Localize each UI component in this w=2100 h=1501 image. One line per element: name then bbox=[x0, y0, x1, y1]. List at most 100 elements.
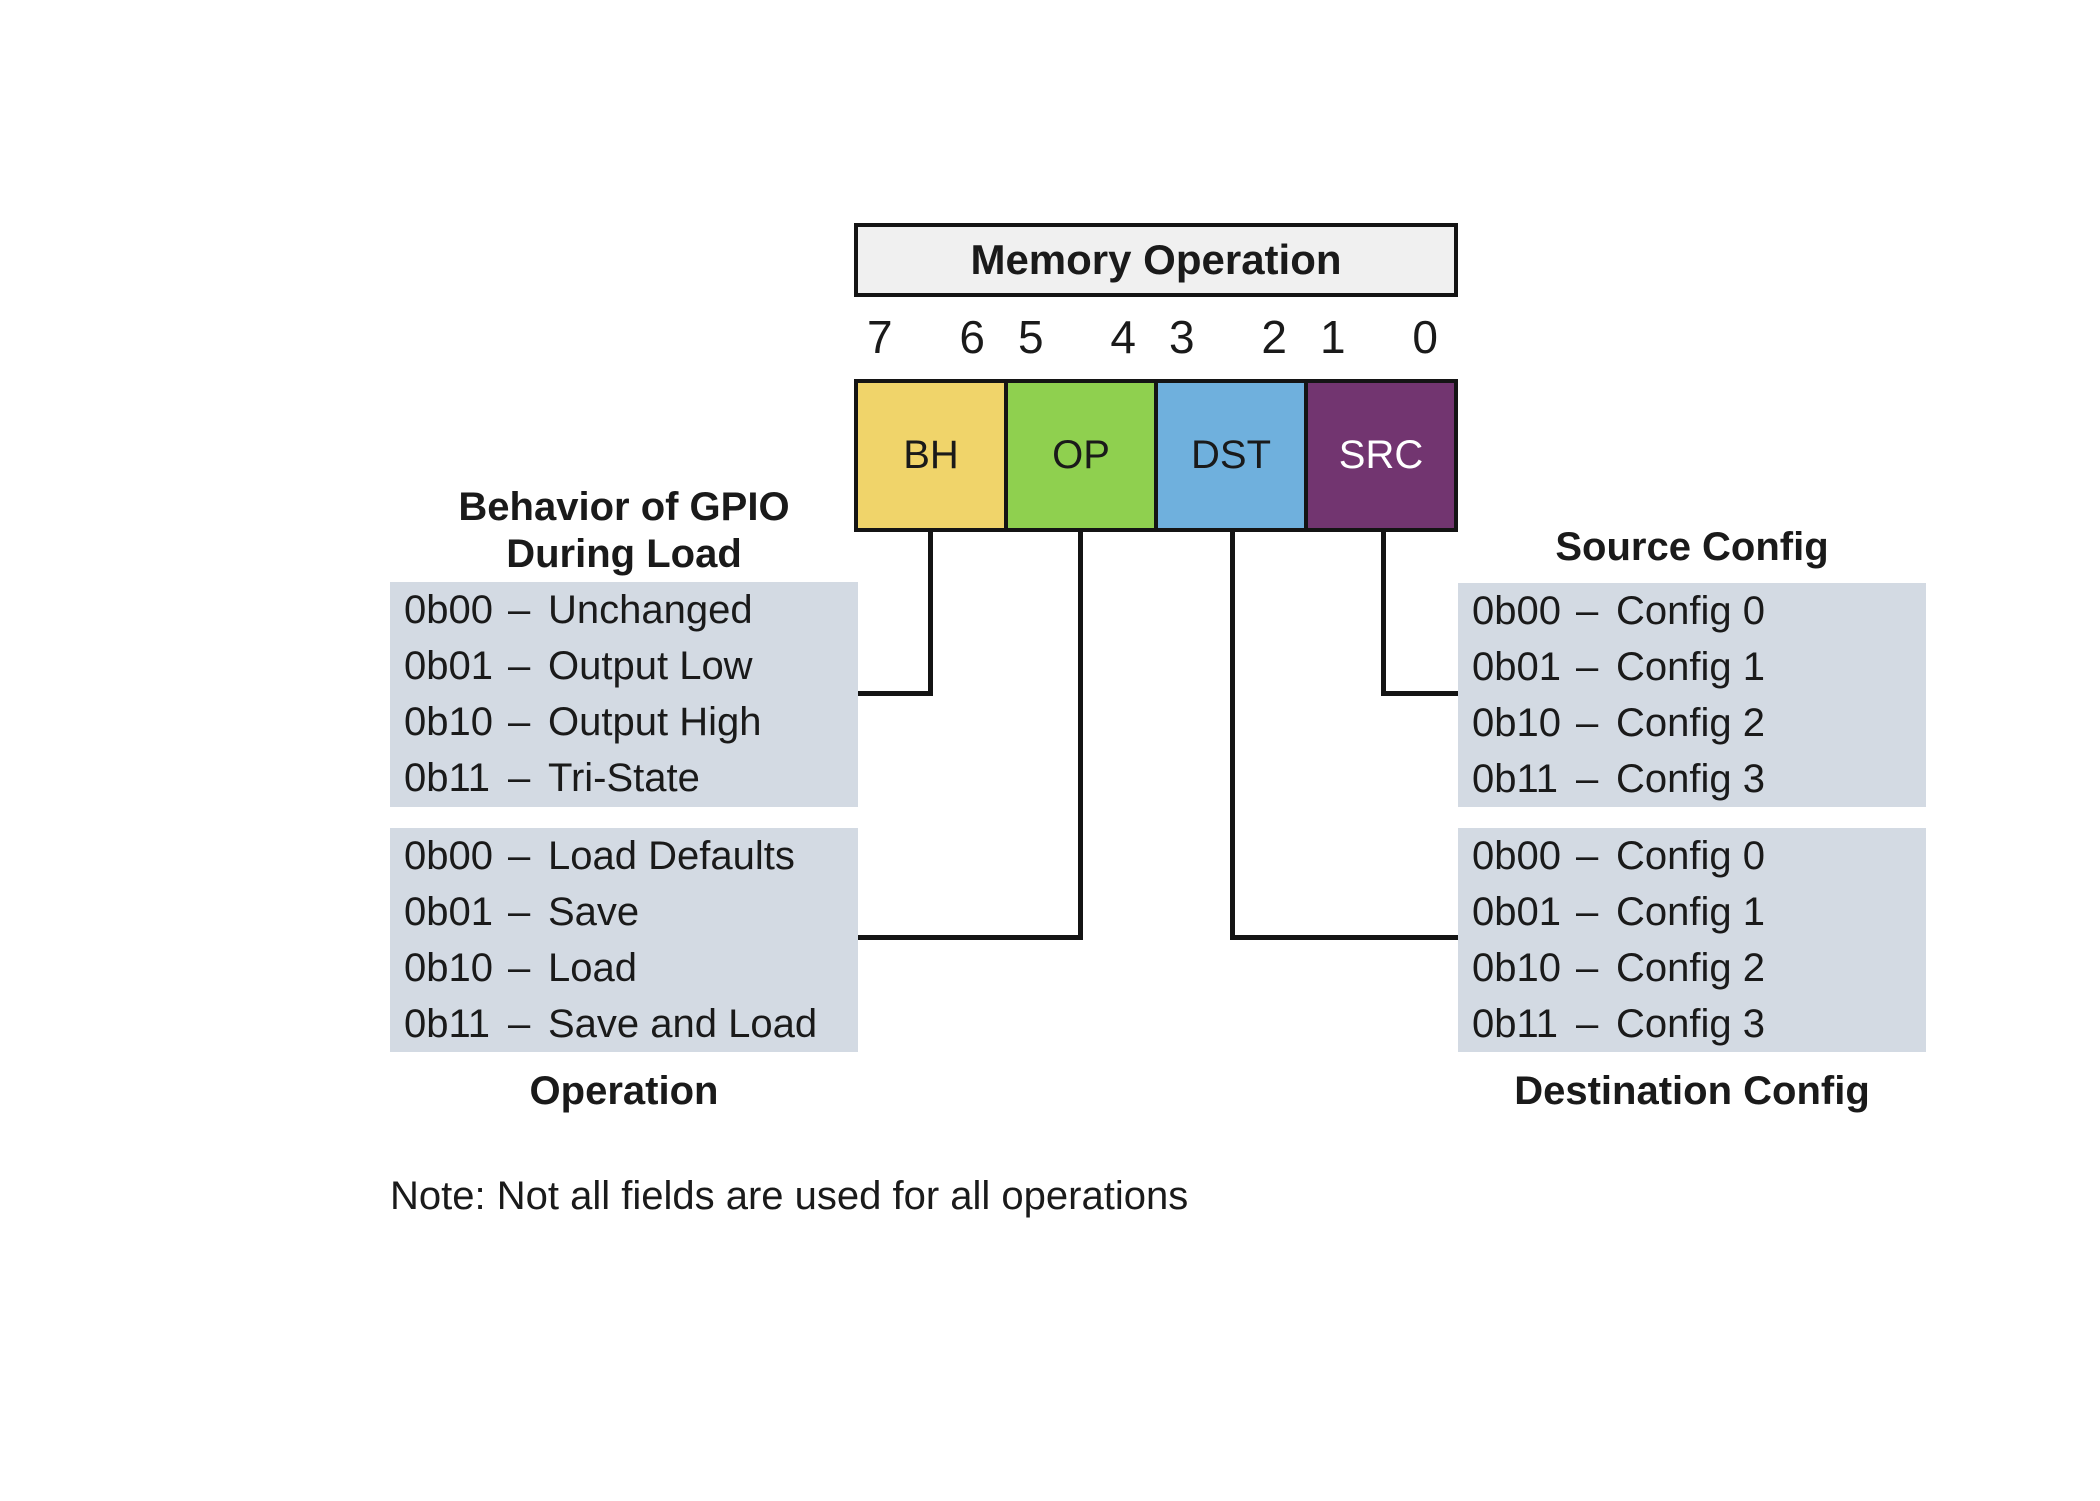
bit-number-4: 4 bbox=[1110, 311, 1136, 363]
legend-row: 0b00 – Config 0 bbox=[1458, 828, 1926, 884]
bit-number-0: 0 bbox=[1412, 311, 1438, 363]
legend-row: 0b10 – Output High bbox=[390, 695, 858, 751]
legend-code: 0b10 bbox=[404, 945, 493, 990]
legend-label: Load bbox=[548, 945, 637, 990]
dst-legend-box: 0b00 – Config 0 0b01 – Config 1 0b10 – C… bbox=[1458, 828, 1926, 1052]
note-text: Note: Not all fields are used for all op… bbox=[390, 1174, 1189, 1218]
legend-dash: – bbox=[508, 833, 531, 878]
legend-code: 0b11 bbox=[404, 756, 491, 800]
legend-label: Config 3 bbox=[1616, 1001, 1765, 1046]
field-label-src: SRC bbox=[1338, 433, 1424, 477]
field-cell-dst: DST bbox=[1154, 383, 1304, 528]
legend-dash: – bbox=[1576, 644, 1599, 689]
legend-row: 0b11 – Tri-State bbox=[390, 751, 858, 807]
legend-row: 0b00 – Config 0 bbox=[1458, 583, 1926, 639]
legend-code: 0b00 bbox=[1472, 588, 1561, 633]
legend-dash: – bbox=[1576, 1001, 1599, 1046]
legend-label: Unchanged bbox=[548, 588, 753, 632]
legend-label: Save bbox=[548, 889, 640, 934]
memory-operation-header: Memory Operation bbox=[854, 223, 1458, 297]
legend-label: Config 1 bbox=[1616, 644, 1765, 689]
legend-row: 0b11 – Config 3 bbox=[1458, 996, 1926, 1052]
legend-code: 0b10 bbox=[404, 700, 493, 744]
legend-code: 0b01 bbox=[1472, 889, 1561, 934]
legend-dash: – bbox=[508, 644, 531, 688]
legend-dash: – bbox=[508, 588, 531, 632]
legend-label: Config 2 bbox=[1616, 700, 1765, 745]
diagram-title: Memory Operation bbox=[970, 236, 1342, 283]
byte-register: BH OP DST SRC bbox=[854, 379, 1458, 532]
bh-legend-box: 0b00 – Unchanged 0b01 – Output Low 0b10 … bbox=[390, 582, 858, 807]
bit-number-1: 1 bbox=[1320, 311, 1346, 363]
legend-dash: – bbox=[1576, 889, 1599, 934]
legend-dash: – bbox=[1576, 756, 1599, 801]
field-cell-src: SRC bbox=[1304, 383, 1454, 528]
legend-code: 0b01 bbox=[404, 889, 493, 934]
legend-label: Config 2 bbox=[1616, 945, 1765, 990]
legend-label: Config 0 bbox=[1616, 588, 1765, 633]
legend-dash: – bbox=[508, 889, 531, 934]
bh-legend-title-line2: During Load bbox=[506, 532, 742, 576]
legend-code: 0b01 bbox=[1472, 644, 1561, 689]
connector-src-horizontal bbox=[1381, 691, 1462, 696]
bit-group-dst: 3 2 bbox=[1156, 306, 1307, 368]
legend-label: Load Defaults bbox=[548, 833, 795, 878]
legend-row: 0b01 – Output Low bbox=[390, 639, 858, 695]
legend-row: 0b10 – Config 2 bbox=[1458, 940, 1926, 996]
connector-op-vertical bbox=[1078, 530, 1083, 940]
field-label-op: OP bbox=[1052, 433, 1110, 477]
legend-code: 0b11 bbox=[1472, 756, 1559, 801]
connector-dst-horizontal bbox=[1230, 935, 1462, 940]
bit-number-2: 2 bbox=[1261, 311, 1287, 363]
legend-code: 0b10 bbox=[1472, 945, 1561, 990]
field-label-bh: BH bbox=[903, 433, 959, 477]
legend-code: 0b00 bbox=[404, 588, 493, 632]
src-legend-box: 0b00 – Config 0 0b01 – Config 1 0b10 – C… bbox=[1458, 583, 1926, 807]
legend-row: 0b11 – Config 3 bbox=[1458, 751, 1926, 807]
legend-label: Output Low bbox=[548, 644, 753, 688]
field-cell-op: OP bbox=[1004, 383, 1154, 528]
bit-group-bh: 7 6 bbox=[854, 306, 1005, 368]
legend-code: 0b00 bbox=[404, 833, 493, 878]
legend-dash: – bbox=[1576, 945, 1599, 990]
connector-bh-horizontal bbox=[856, 691, 933, 696]
legend-dash: – bbox=[1576, 588, 1599, 633]
legend-code: 0b11 bbox=[1472, 1001, 1559, 1046]
legend-row: 0b00 – Load Defaults bbox=[390, 828, 858, 884]
legend-label: Config 0 bbox=[1616, 833, 1765, 878]
legend-row: 0b01 – Save bbox=[390, 884, 858, 940]
legend-dash: – bbox=[508, 756, 531, 800]
legend-row: 0b10 – Config 2 bbox=[1458, 695, 1926, 751]
bit-number-5: 5 bbox=[1018, 311, 1044, 363]
legend-row: 0b01 – Config 1 bbox=[1458, 639, 1926, 695]
legend-dash: – bbox=[508, 1001, 531, 1046]
bh-legend-title-line1: Behavior of GPIO bbox=[458, 485, 790, 529]
legend-label: Config 3 bbox=[1616, 756, 1765, 801]
legend-label: Tri-State bbox=[548, 756, 700, 800]
bit-number-row: 7 6 5 4 3 2 1 0 bbox=[854, 306, 1458, 368]
bit-number-7: 7 bbox=[867, 311, 893, 363]
connector-op-horizontal bbox=[856, 935, 1083, 940]
legend-label: Output High bbox=[548, 700, 762, 744]
connector-dst-vertical bbox=[1230, 530, 1235, 940]
legend-dash: – bbox=[508, 945, 531, 990]
legend-dash: – bbox=[1576, 700, 1599, 745]
legend-row: 0b10 – Load bbox=[390, 940, 858, 996]
bit-group-op: 5 4 bbox=[1005, 306, 1156, 368]
legend-row: 0b00 – Unchanged bbox=[390, 583, 858, 639]
src-legend-title: Source Config bbox=[1555, 525, 1829, 569]
legend-label: Config 1 bbox=[1616, 889, 1765, 934]
bh-legend-title: Behavior of GPIO During Load bbox=[390, 484, 858, 578]
dst-legend-title: Destination Config bbox=[1514, 1069, 1870, 1113]
connector-bh-vertical bbox=[928, 530, 933, 695]
legend-dash: – bbox=[1576, 833, 1599, 878]
legend-label: Save and Load bbox=[548, 1001, 818, 1046]
connector-src-vertical bbox=[1381, 530, 1386, 695]
op-legend-title: Operation bbox=[529, 1069, 719, 1113]
legend-row: 0b11 – Save and Load bbox=[390, 996, 858, 1052]
legend-code: 0b11 bbox=[404, 1001, 491, 1046]
field-cell-bh: BH bbox=[858, 383, 1004, 528]
bit-number-3: 3 bbox=[1169, 311, 1195, 363]
legend-row: 0b01 – Config 1 bbox=[1458, 884, 1926, 940]
